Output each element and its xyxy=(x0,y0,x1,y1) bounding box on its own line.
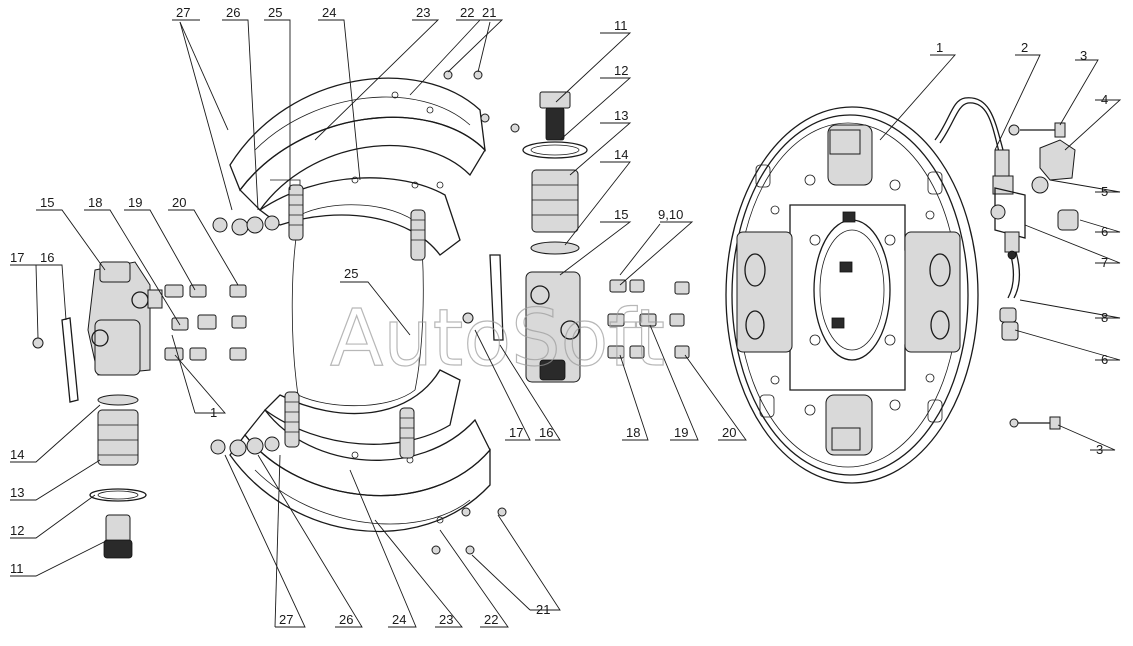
callout-14-left: 14 xyxy=(10,447,24,462)
callout-4: 4 xyxy=(1101,92,1108,107)
callout-24-bot: 24 xyxy=(392,612,406,627)
pin-washers xyxy=(210,215,280,457)
callout-18-left: 18 xyxy=(88,195,102,210)
callout-17-mid: 17 xyxy=(509,425,523,440)
backing-plate xyxy=(725,106,979,484)
callout-21-bot: 21 xyxy=(536,602,550,617)
wheel-cylinder-middle xyxy=(462,91,690,383)
callout-5: 5 xyxy=(1101,184,1108,199)
callout-2: 2 xyxy=(1021,40,1028,55)
callout-19-left: 19 xyxy=(128,195,142,210)
callout-19-mid: 19 xyxy=(674,425,688,440)
callout-26-bot: 26 xyxy=(339,612,353,627)
wheel-cylinder-left xyxy=(32,261,247,559)
callout-labels: 27 26 25 24 23 22 21 11 12 13 14 15 9,10… xyxy=(10,5,1108,627)
callout-12-mid: 12 xyxy=(614,63,628,78)
coil-springs xyxy=(284,184,426,459)
callout-27-bot: 27 xyxy=(279,612,293,627)
callout-6-top: 6 xyxy=(1101,224,1108,239)
autosoft-watermark: AutoSoft xyxy=(330,294,665,384)
callout-13-left: 13 xyxy=(10,485,24,500)
callout-3-top: 3 xyxy=(1080,48,1087,63)
callout-9-10: 9,10 xyxy=(658,207,683,222)
callout-1-left: 1 xyxy=(210,405,217,420)
callout-17-left: 17 xyxy=(10,250,24,265)
callout-21-top: 21 xyxy=(482,5,496,20)
callout-1-plate: 1 xyxy=(936,40,943,55)
callout-3-low: 3 xyxy=(1096,442,1103,457)
callout-20-mid: 20 xyxy=(722,425,736,440)
callout-27-top: 27 xyxy=(176,5,190,20)
callout-16-left: 16 xyxy=(40,250,54,265)
callout-22-top: 22 xyxy=(460,5,474,20)
callout-16-mid: 16 xyxy=(539,425,553,440)
callout-8: 8 xyxy=(1101,310,1108,325)
brake-shoe-upper xyxy=(229,77,486,256)
callout-15-mid: 15 xyxy=(614,207,628,222)
callout-23-bot: 23 xyxy=(439,612,453,627)
callout-11-mid: 11 xyxy=(614,18,628,33)
callout-7: 7 xyxy=(1101,255,1108,270)
callout-25-top: 25 xyxy=(268,5,282,20)
leader-lines xyxy=(10,19,1122,628)
callout-12-left: 12 xyxy=(10,523,24,538)
callout-24-top: 24 xyxy=(322,5,336,20)
callout-18-mid: 18 xyxy=(626,425,640,440)
callout-15-left: 15 xyxy=(40,195,54,210)
callout-23-top: 23 xyxy=(416,5,430,20)
rivets xyxy=(431,70,520,555)
callout-13-mid: 13 xyxy=(614,108,628,123)
callout-20-left: 20 xyxy=(172,195,186,210)
callout-22-bot: 22 xyxy=(484,612,498,627)
callout-25-mid: 25 xyxy=(344,266,358,281)
callout-6-low: 6 xyxy=(1101,352,1108,367)
callout-14-mid: 14 xyxy=(614,147,628,162)
brake-hose-assembly xyxy=(934,97,1079,430)
callout-11-left: 11 xyxy=(10,561,24,576)
callout-26-top: 26 xyxy=(226,5,240,20)
